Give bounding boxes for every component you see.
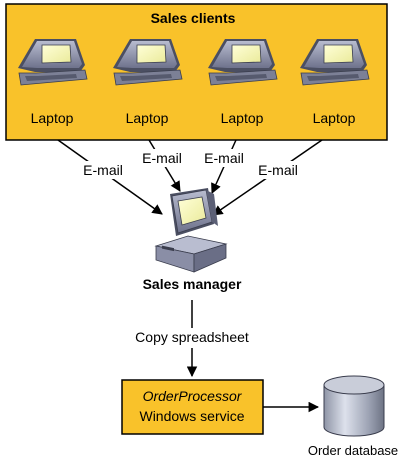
laptop-label: Laptop (313, 110, 356, 126)
order-database-label: Order database (308, 443, 398, 458)
laptop-label: Laptop (221, 110, 264, 126)
email-label: E-mail (142, 150, 182, 166)
database-cylinder-icon (323, 375, 385, 437)
laptop-icon (113, 39, 183, 86)
service-subtitle: Windows service (139, 408, 244, 424)
sales-manager-label: Sales manager (143, 276, 242, 292)
laptop-1: Laptop (18, 39, 88, 126)
copy-spreadsheet-label: Copy spreadsheet (135, 329, 249, 345)
email-label: E-mail (204, 150, 244, 166)
laptop-4: Laptop (300, 39, 370, 126)
service-name: OrderProcessor (143, 388, 243, 404)
sales-manager-node: Sales manager (143, 188, 242, 292)
laptop-icon (208, 39, 278, 86)
sales-clients-title: Sales clients (151, 10, 236, 26)
laptop-2: Laptop (113, 39, 183, 126)
desktop-computer-icon (154, 188, 228, 273)
order-database-node: Order database (308, 375, 398, 458)
order-processor-service-box (121, 379, 264, 435)
laptop-label: Laptop (31, 110, 74, 126)
email-label: E-mail (258, 162, 298, 178)
laptop-label: Laptop (126, 110, 169, 126)
laptop-icon (18, 39, 88, 86)
laptop-3: Laptop (208, 39, 278, 126)
laptop-icon (300, 39, 370, 86)
email-label: E-mail (83, 162, 123, 178)
